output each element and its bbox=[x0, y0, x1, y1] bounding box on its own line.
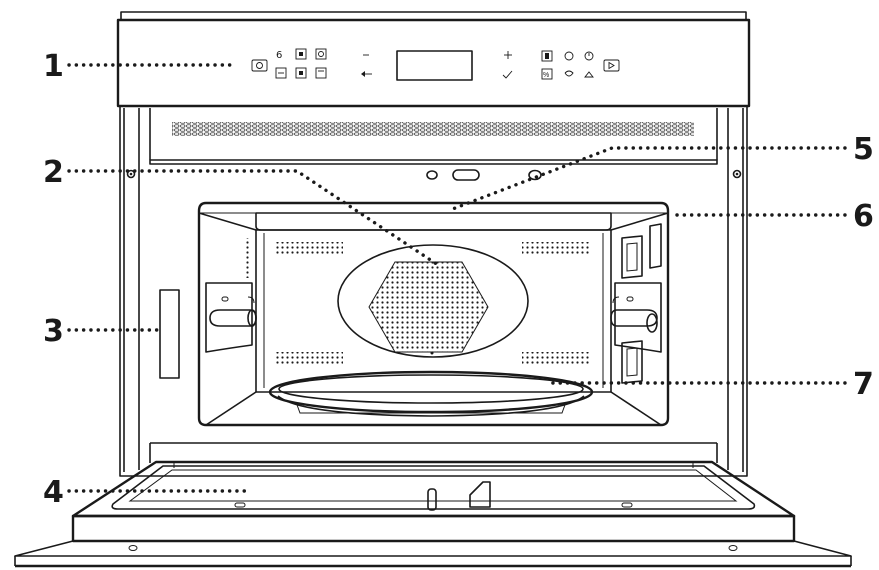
function-icons[interactable]: 6 bbox=[275, 48, 327, 79]
callout-3: 3 bbox=[43, 314, 64, 349]
door-hook bbox=[469, 481, 491, 508]
vent-holes bbox=[275, 352, 343, 366]
oven-door bbox=[14, 442, 852, 568]
callout-2: 2 bbox=[43, 155, 64, 190]
display-window bbox=[396, 50, 473, 81]
turntable bbox=[268, 370, 594, 417]
svg-text:6: 6 bbox=[276, 50, 282, 61]
callout-leaders bbox=[67, 63, 847, 493]
grill-element bbox=[369, 262, 488, 352]
rating-plate bbox=[159, 289, 180, 379]
ventilation-grille bbox=[172, 122, 694, 136]
callout-numbers: 1 2 3 4 5 6 7 bbox=[43, 49, 874, 510]
cavity-top-fittings bbox=[426, 169, 542, 181]
leader-line-5 bbox=[448, 146, 847, 212]
callout-1: 1 bbox=[43, 49, 64, 84]
vent-holes bbox=[275, 242, 343, 256]
grill-cover bbox=[337, 244, 529, 358]
oven-frame bbox=[116, 11, 751, 477]
svg-text:%: % bbox=[543, 72, 549, 79]
screw-icon bbox=[126, 169, 136, 179]
back-icon[interactable] bbox=[361, 71, 372, 77]
leader-line-2 bbox=[67, 169, 443, 269]
callout-4: 4 bbox=[43, 475, 64, 510]
vent-holes bbox=[522, 242, 590, 256]
start-button-icon[interactable] bbox=[603, 59, 620, 72]
oven-cavity bbox=[197, 201, 670, 427]
control-panel bbox=[116, 18, 751, 108]
screw-icon bbox=[732, 169, 742, 179]
settings-icons[interactable]: % bbox=[541, 50, 594, 80]
control-panel-icons: 6 % bbox=[251, 48, 620, 81]
confirm-icon[interactable] bbox=[502, 70, 513, 79]
side-wall-panels bbox=[621, 223, 662, 384]
door-latch bbox=[427, 488, 437, 511]
left-rack-support bbox=[205, 282, 257, 353]
callout-7: 7 bbox=[853, 367, 874, 402]
callout-5: 5 bbox=[853, 132, 874, 167]
plus-icon[interactable] bbox=[504, 51, 512, 59]
vent-holes bbox=[522, 352, 590, 366]
power-button-icon[interactable] bbox=[251, 59, 268, 72]
callout-6: 6 bbox=[853, 199, 874, 234]
